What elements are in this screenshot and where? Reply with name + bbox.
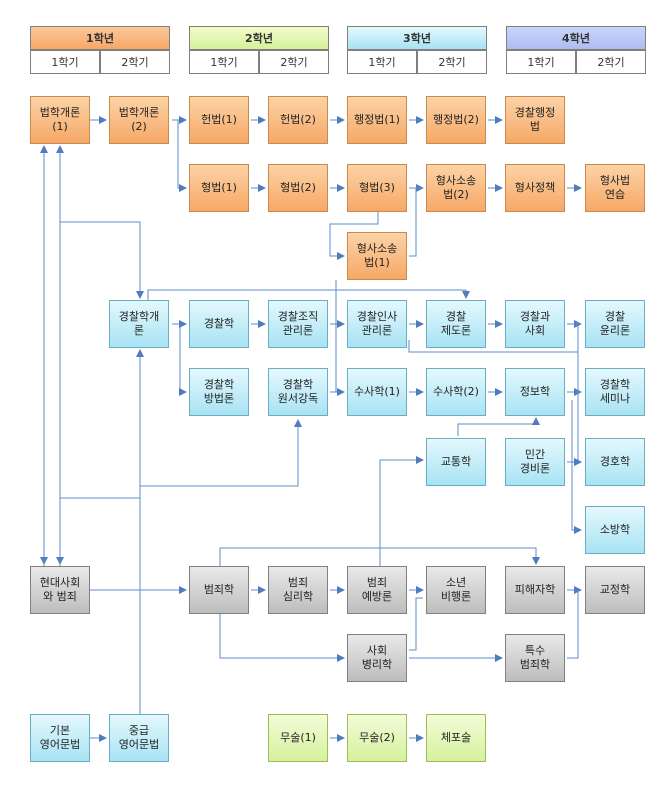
course-intro-law-1: 법학개론 (1) (30, 96, 90, 144)
course-police-seminar: 경찰학 세미나 (585, 368, 645, 416)
course-criminal-policy: 형사정책 (505, 164, 565, 212)
course-juvenile-delinquency: 소년 비행론 (426, 566, 486, 614)
course-criminal-law-practice: 형사법 연습 (585, 164, 645, 212)
course-police-reading: 경찰학 원서강독 (268, 368, 328, 416)
year-header-1: 1학년 (30, 26, 170, 50)
semester-4-2: 2학기 (576, 50, 646, 74)
course-fire-science: 소방학 (585, 506, 645, 554)
course-police-org-mgmt: 경찰조직 관리론 (268, 300, 328, 348)
course-police-ethics: 경찰 윤리론 (585, 300, 645, 348)
semester-4-1: 1학기 (506, 50, 576, 74)
course-intermediate-english-grammar: 중급 영어문법 (109, 714, 169, 762)
year-header-4: 4학년 (506, 26, 646, 50)
course-traffic: 교통학 (426, 438, 486, 486)
course-criminal-law-3: 형법(3) (347, 164, 407, 212)
course-private-security: 민간 경비론 (505, 438, 565, 486)
course-criminal-law-1: 형법(1) (189, 164, 249, 212)
course-constitution-2: 헌법(2) (268, 96, 328, 144)
course-arrest-technique: 체포술 (426, 714, 486, 762)
course-investigation-2: 수사학(2) (426, 368, 486, 416)
course-protection: 경호학 (585, 438, 645, 486)
course-police-intro: 경찰학개 론 (109, 300, 169, 348)
course-admin-law-2: 행정법(2) (426, 96, 486, 144)
course-criminology: 범죄학 (189, 566, 249, 614)
semester-3-1: 1학기 (347, 50, 417, 74)
course-social-pathology: 사회 병리학 (347, 634, 407, 682)
course-constitution-1: 헌법(1) (189, 96, 249, 144)
course-modern-society-crime: 현대사회 와 범죄 (30, 566, 90, 614)
course-police-methodology: 경찰학 방법론 (189, 368, 249, 416)
semester-2-1: 1학기 (189, 50, 259, 74)
semester-2-2: 2학기 (259, 50, 329, 74)
course-crime-prevention: 범죄 예방론 (347, 566, 407, 614)
course-police-society: 경찰과 사회 (505, 300, 565, 348)
course-victimology: 피해자학 (505, 566, 565, 614)
course-special-criminology: 특수 범죄학 (505, 634, 565, 682)
course-criminal-procedure-2: 형사소송 법(2) (426, 164, 486, 212)
course-police-system: 경찰 제도론 (426, 300, 486, 348)
course-criminal-law-2: 형법(2) (268, 164, 328, 212)
course-police-science: 경찰학 (189, 300, 249, 348)
year-header-3: 3학년 (347, 26, 487, 50)
course-martial-arts-2: 무술(2) (347, 714, 407, 762)
course-crime-psychology: 범죄 심리학 (268, 566, 328, 614)
course-intro-law-2: 법학개론 (2) (109, 96, 169, 144)
semester-1-2: 2학기 (100, 50, 170, 74)
course-police-hr-mgmt: 경찰인사 관리론 (347, 300, 407, 348)
course-investigation-1: 수사학(1) (347, 368, 407, 416)
year-header-2: 2학년 (189, 26, 329, 50)
course-intelligence: 정보학 (505, 368, 565, 416)
course-criminal-procedure-1: 형사소송 법(1) (347, 232, 407, 280)
semester-3-2: 2학기 (417, 50, 487, 74)
course-admin-law-1: 행정법(1) (347, 96, 407, 144)
course-basic-english-grammar: 기본 영어문법 (30, 714, 90, 762)
course-police-admin-law: 경찰행정 법 (505, 96, 565, 144)
course-martial-arts-1: 무술(1) (268, 714, 328, 762)
semester-1-1: 1학기 (30, 50, 100, 74)
course-corrections: 교정학 (585, 566, 645, 614)
